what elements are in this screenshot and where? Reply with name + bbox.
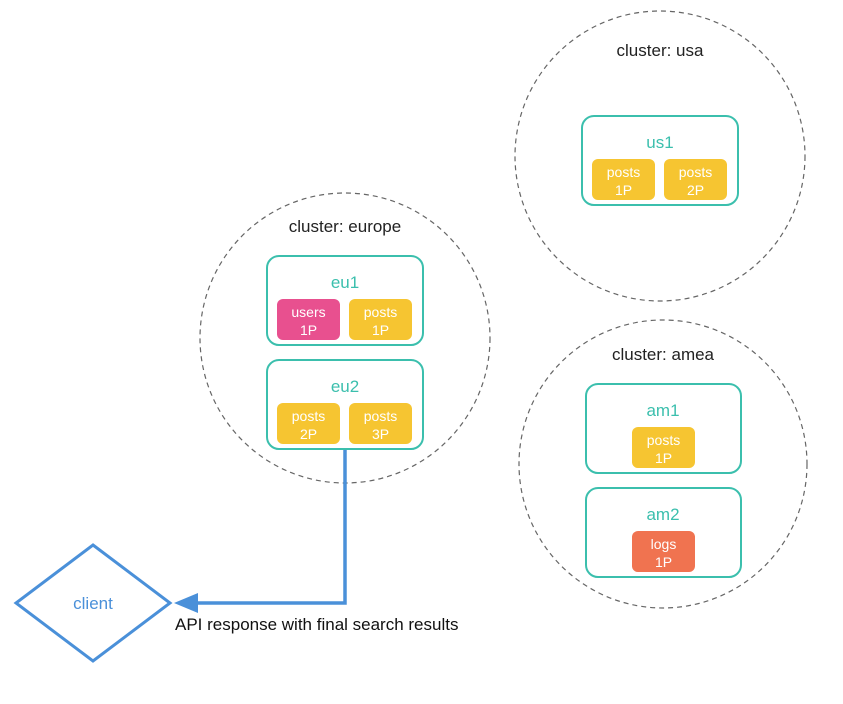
shard-chip: [664, 159, 727, 200]
node-eu2-label: eu2: [331, 377, 359, 396]
shard-number-label: 1P: [372, 322, 389, 338]
node-eu1: eu1 users 1P posts 1P: [266, 255, 424, 346]
shard-us1-posts-2p: posts 2P: [664, 159, 727, 200]
shard-chip: [277, 403, 340, 444]
node-us1-label: us1: [646, 133, 673, 152]
shard-number-label: 3P: [372, 426, 389, 442]
response-flow: API response with final search results: [174, 450, 458, 634]
shard-chip: [349, 299, 412, 340]
cluster-usa-boundary: [514, 10, 806, 302]
response-label: API response with final search results: [175, 615, 458, 634]
shard-number-label: 2P: [687, 182, 704, 198]
client-node: client: [13, 543, 173, 663]
shard-eu2-posts-2p: posts 2P: [277, 403, 340, 444]
node-eu2: eu2 posts 2P posts 3P: [266, 359, 424, 450]
shard-eu1-users-1p: users 1P: [277, 299, 340, 340]
shard-number-label: 2P: [300, 426, 317, 442]
shard-am2-logs-1p: logs 1P: [632, 531, 695, 572]
node-am2-label: am2: [646, 505, 679, 524]
node-am2: am2 logs 1P: [585, 487, 742, 578]
client-label: client: [73, 594, 113, 613]
response-connector: [195, 450, 347, 605]
shard-index-label: posts: [364, 408, 397, 424]
shard-index-label: users: [291, 304, 325, 320]
shard-chip: [632, 531, 695, 572]
node-us1: us1 posts 1P posts 2P: [581, 115, 739, 206]
shard-eu2-posts-3p: posts 3P: [349, 403, 412, 444]
shard-chip: [349, 403, 412, 444]
shard-index-label: posts: [647, 432, 680, 448]
cluster-usa: cluster: usa us1 posts 1P posts 2P: [514, 10, 806, 302]
cluster-usa-label: cluster: usa: [617, 41, 704, 60]
shard-index-label: posts: [292, 408, 325, 424]
node-am1: am1 posts 1P: [585, 383, 742, 474]
cluster-amea: cluster: amea am1 posts 1P am2 logs 1P: [518, 319, 808, 609]
shard-us1-posts-1p: posts 1P: [592, 159, 655, 200]
client-diamond: [13, 543, 173, 663]
response-arrowhead: [174, 593, 198, 613]
cluster-amea-label: cluster: amea: [612, 345, 715, 364]
shard-eu1-posts-1p: posts 1P: [349, 299, 412, 340]
shard-number-label: 1P: [300, 322, 317, 338]
shard-number-label: 1P: [615, 182, 632, 198]
cluster-europe: cluster: europe eu1 users 1P posts 1P eu…: [199, 192, 491, 484]
cluster-europe-label: cluster: europe: [289, 217, 401, 236]
shard-chip: [632, 427, 695, 468]
node-eu1-label: eu1: [331, 273, 359, 292]
shard-number-label: 1P: [655, 554, 672, 570]
cluster-amea-boundary: [518, 319, 808, 609]
node-am1-label: am1: [646, 401, 679, 420]
shard-chip: [277, 299, 340, 340]
shard-index-label: posts: [607, 164, 640, 180]
shard-am1-posts-1p: posts 1P: [632, 427, 695, 468]
shard-number-label: 1P: [655, 450, 672, 466]
shard-index-label: posts: [679, 164, 712, 180]
shard-index-label: logs: [651, 536, 677, 552]
shard-index-label: posts: [364, 304, 397, 320]
shard-chip: [592, 159, 655, 200]
